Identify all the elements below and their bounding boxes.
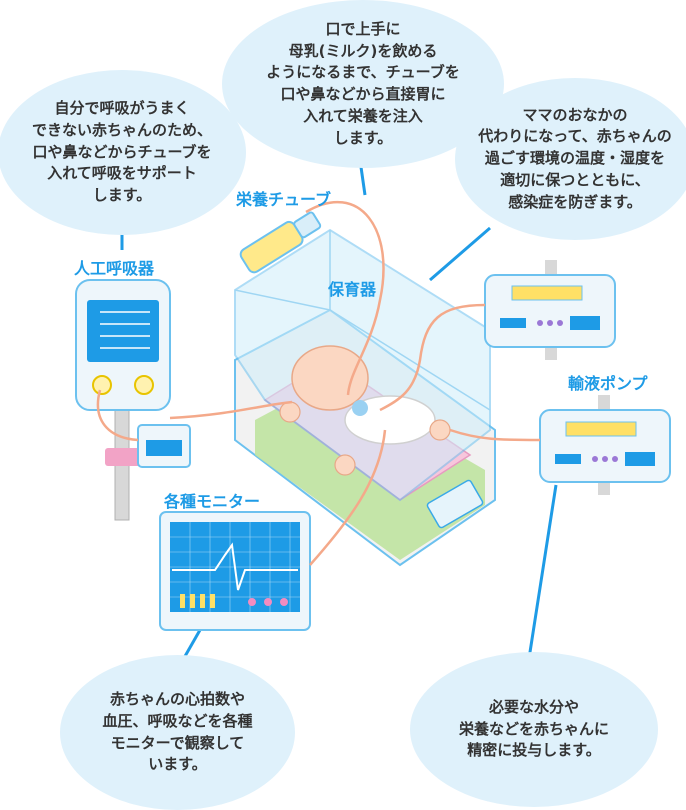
tubes — [96, 200, 541, 566]
incubator-description-bubble: ママのおなかの 代わりになって、赤ちゃんの 過ごす環境の温度・湿度を 適切に保つ… — [455, 78, 686, 240]
infusion-pump-label: 輸液ポンプ — [568, 374, 648, 393]
monitor-device-icon — [159, 511, 311, 631]
feeding-tube-description-bubble: 口で上手に 母乳(ミルク)を飲める ようになるまで、チューブを 口や鼻などから直… — [222, 0, 504, 168]
monitor-description-bubble: 赤ちゃんの心拍数や 血圧、呼吸などを各種 モニターで観察して います。 — [60, 655, 295, 810]
monitor-label: 各種モニター — [164, 492, 261, 511]
feeding-tube-label: 栄養チューブ — [236, 190, 332, 209]
ventilator-icon — [75, 279, 191, 521]
ventilator-label: 人工呼吸器 — [74, 259, 155, 278]
infusion-pump-icon — [484, 260, 671, 495]
ventilator-description-bubble: 自分で呼吸がうまく できない赤ちゃんのため、 口や鼻などからチューブを 入れて呼… — [0, 70, 246, 235]
pump-description-bubble: 必要な水分や 栄養などを赤ちゃんに 精密に投与します。 — [410, 652, 658, 807]
incubator-icon — [234, 228, 496, 567]
feeding-bottle-icon — [239, 211, 322, 274]
incubator-label: 保育器 — [328, 280, 377, 299]
